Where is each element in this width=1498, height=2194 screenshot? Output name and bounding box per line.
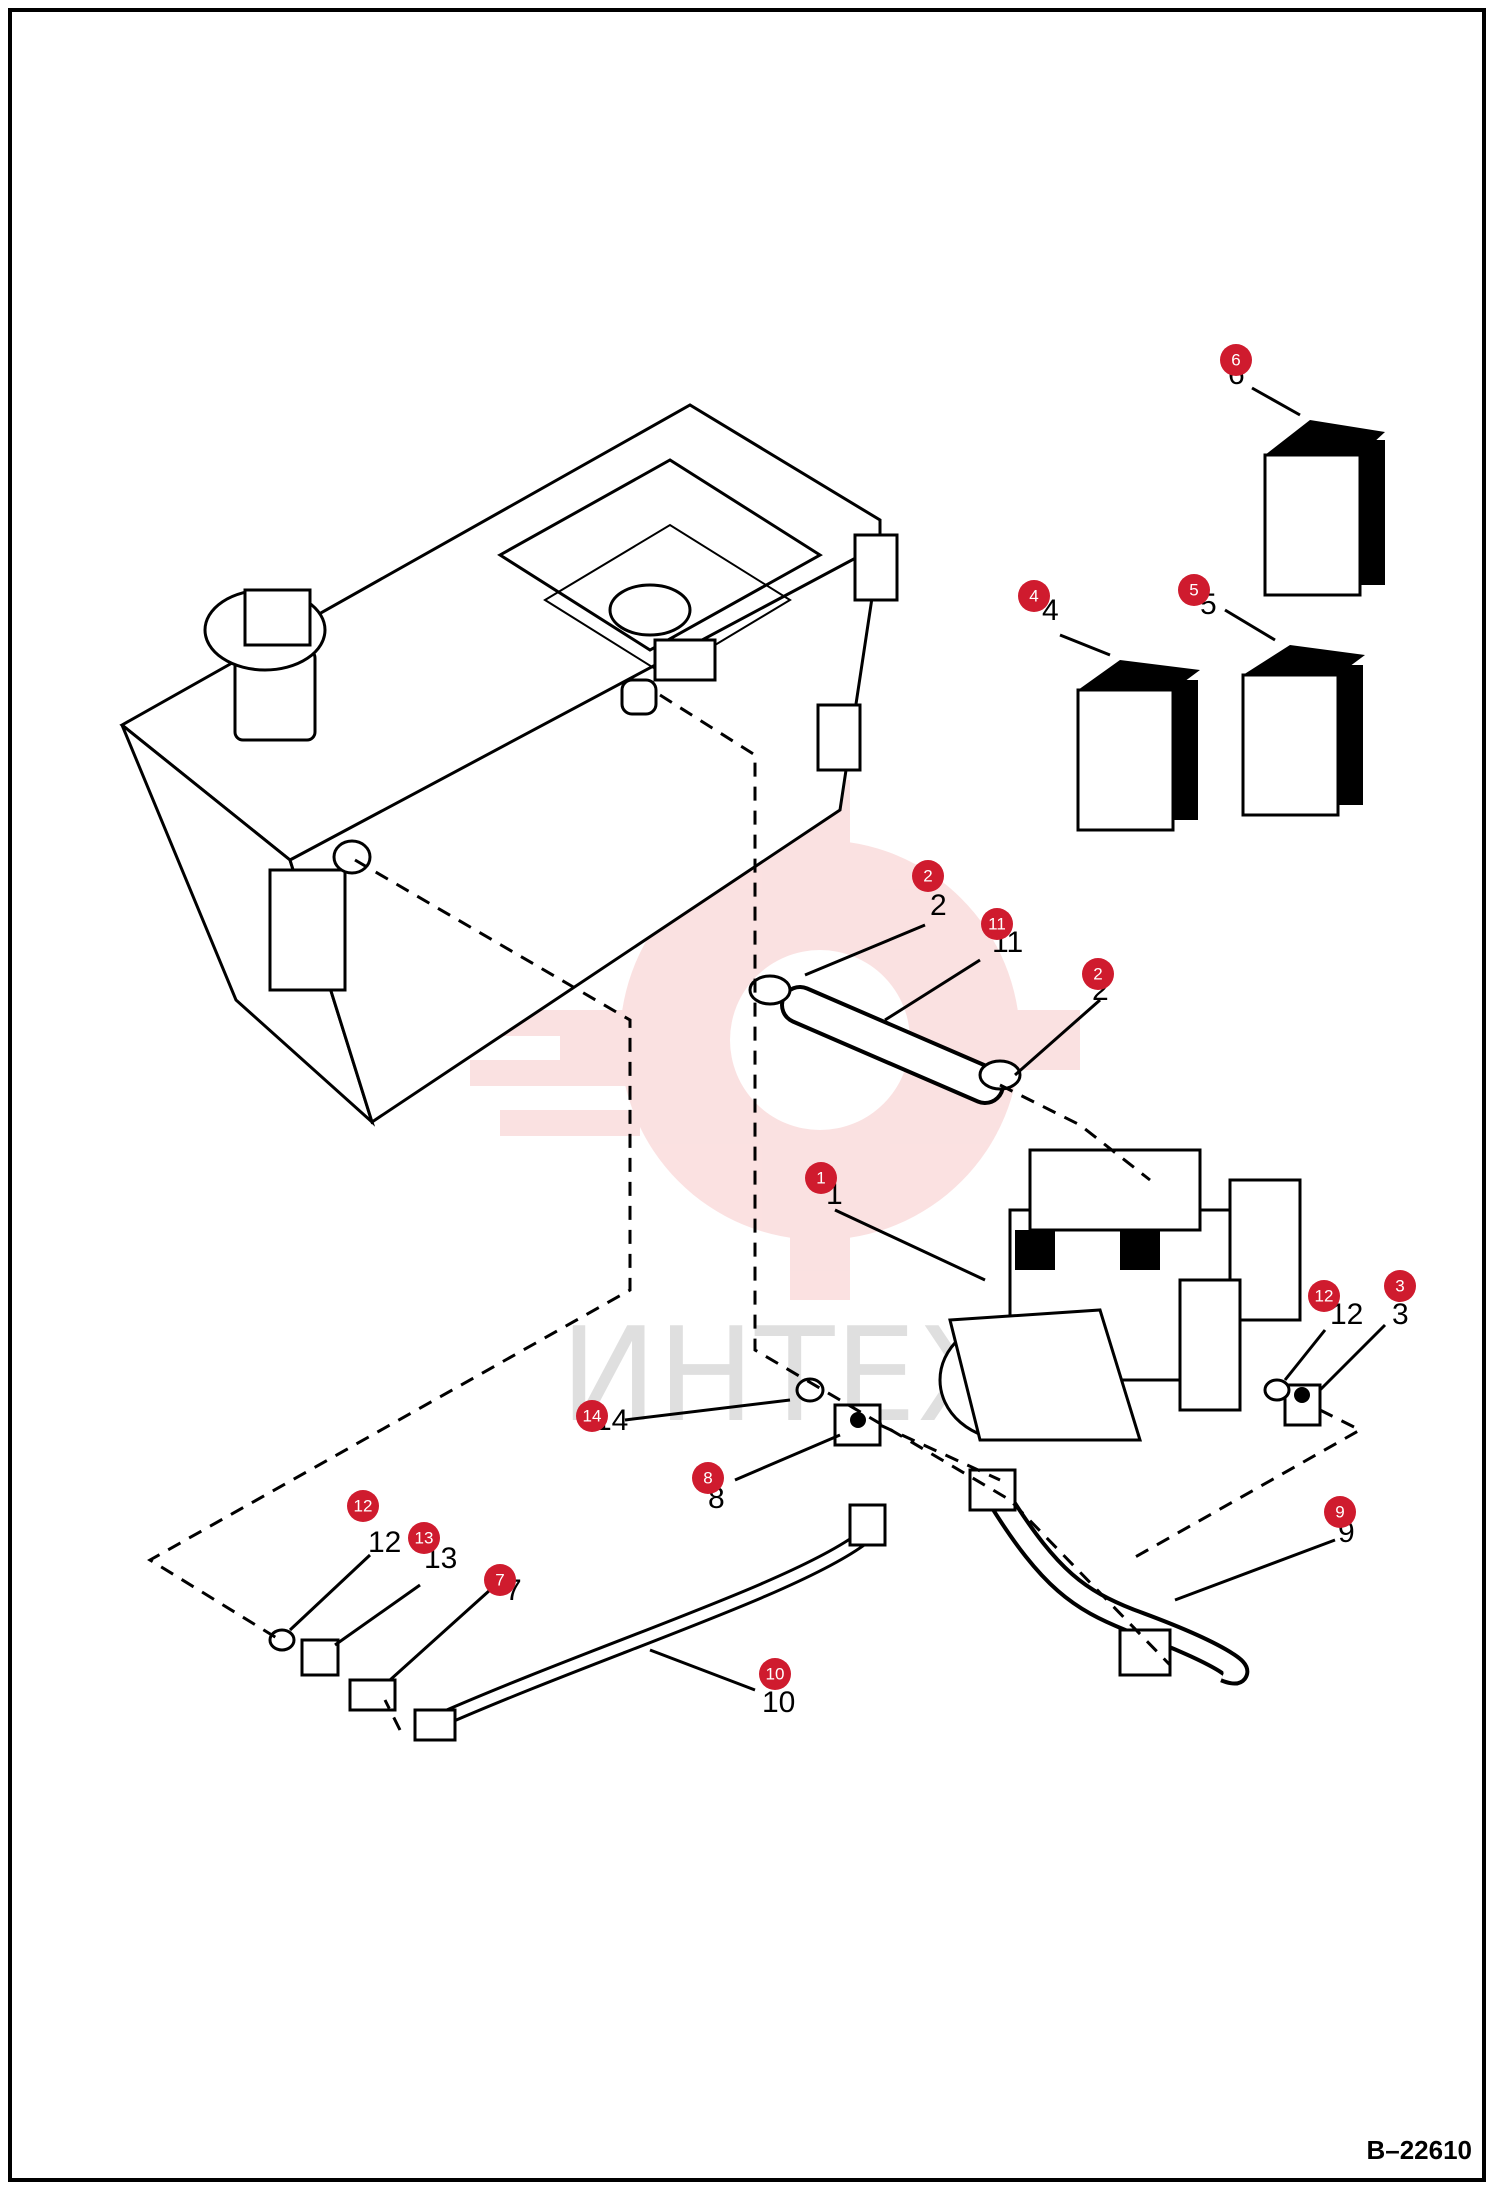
svg-text:5: 5 bbox=[1189, 581, 1198, 600]
callout-3[interactable]: 3 bbox=[1384, 1270, 1416, 1302]
callout-10[interactable]: 10 bbox=[759, 1658, 791, 1690]
svg-text:10: 10 bbox=[762, 1686, 795, 1719]
hose-9 bbox=[968, 1468, 1250, 1686]
callout-1[interactable]: 1 bbox=[805, 1162, 837, 1194]
callout-2b[interactable]: 2 bbox=[1082, 958, 1114, 990]
svg-text:4: 4 bbox=[1029, 587, 1038, 606]
svg-text:1: 1 bbox=[816, 1169, 825, 1188]
callout-5[interactable]: 5 bbox=[1178, 574, 1210, 606]
callout-11[interactable]: 11 bbox=[981, 908, 1013, 940]
watermark-text: ИНТЕХ bbox=[560, 1299, 1006, 1451]
callout-13[interactable]: 13 bbox=[408, 1522, 440, 1554]
svg-text:2: 2 bbox=[1093, 965, 1102, 984]
svg-text:3: 3 bbox=[1392, 1298, 1409, 1331]
svg-text:7: 7 bbox=[495, 1571, 504, 1590]
svg-text:13: 13 bbox=[415, 1529, 434, 1548]
callout-9[interactable]: 9 bbox=[1324, 1496, 1356, 1528]
leader-lines bbox=[288, 386, 1387, 1692]
callout-2a[interactable]: 2 bbox=[912, 860, 944, 892]
filter-6 bbox=[1263, 420, 1385, 597]
hydraulic-tank bbox=[119, 403, 899, 1127]
fitting-13 bbox=[300, 1638, 340, 1677]
assembly-lines bbox=[147, 693, 1364, 1731]
svg-text:9: 9 bbox=[1335, 1503, 1344, 1522]
svg-text:12: 12 bbox=[1315, 1287, 1334, 1306]
svg-text:3: 3 bbox=[1395, 1277, 1404, 1296]
svg-text:11: 11 bbox=[988, 915, 1006, 934]
callout-14[interactable]: 14 bbox=[576, 1400, 608, 1432]
fitting-8 bbox=[833, 1403, 882, 1447]
suction-hose bbox=[748, 974, 1022, 1105]
svg-text:12: 12 bbox=[354, 1497, 373, 1516]
o-ring-12b bbox=[1263, 1378, 1291, 1402]
callout-4[interactable]: 4 bbox=[1018, 580, 1050, 612]
drawing-frame bbox=[8, 8, 1486, 2182]
filter-5 bbox=[1241, 645, 1365, 817]
callout-7[interactable]: 7 bbox=[484, 1564, 516, 1596]
hose-10 bbox=[413, 1503, 887, 1742]
o-ring-12a bbox=[268, 1628, 296, 1652]
svg-text:12: 12 bbox=[368, 1526, 401, 1559]
svg-text:2: 2 bbox=[930, 889, 947, 922]
svg-text:8: 8 bbox=[703, 1469, 712, 1488]
callout-8[interactable]: 8 bbox=[692, 1462, 724, 1494]
svg-text:10: 10 bbox=[766, 1665, 785, 1684]
filter-4 bbox=[1076, 660, 1200, 832]
callout-12b[interactable]: 12 bbox=[1308, 1280, 1340, 1312]
callout-6[interactable]: 6 bbox=[1220, 344, 1252, 376]
callout-12a[interactable]: 12 bbox=[347, 1490, 379, 1522]
hydraulic-pump bbox=[938, 1148, 1302, 1442]
fitting-3 bbox=[1283, 1383, 1322, 1427]
drawing-code: B–22610 bbox=[1366, 2135, 1472, 2165]
svg-text:6: 6 bbox=[1231, 351, 1240, 370]
svg-text:2: 2 bbox=[923, 867, 932, 886]
svg-text:14: 14 bbox=[583, 1407, 602, 1426]
